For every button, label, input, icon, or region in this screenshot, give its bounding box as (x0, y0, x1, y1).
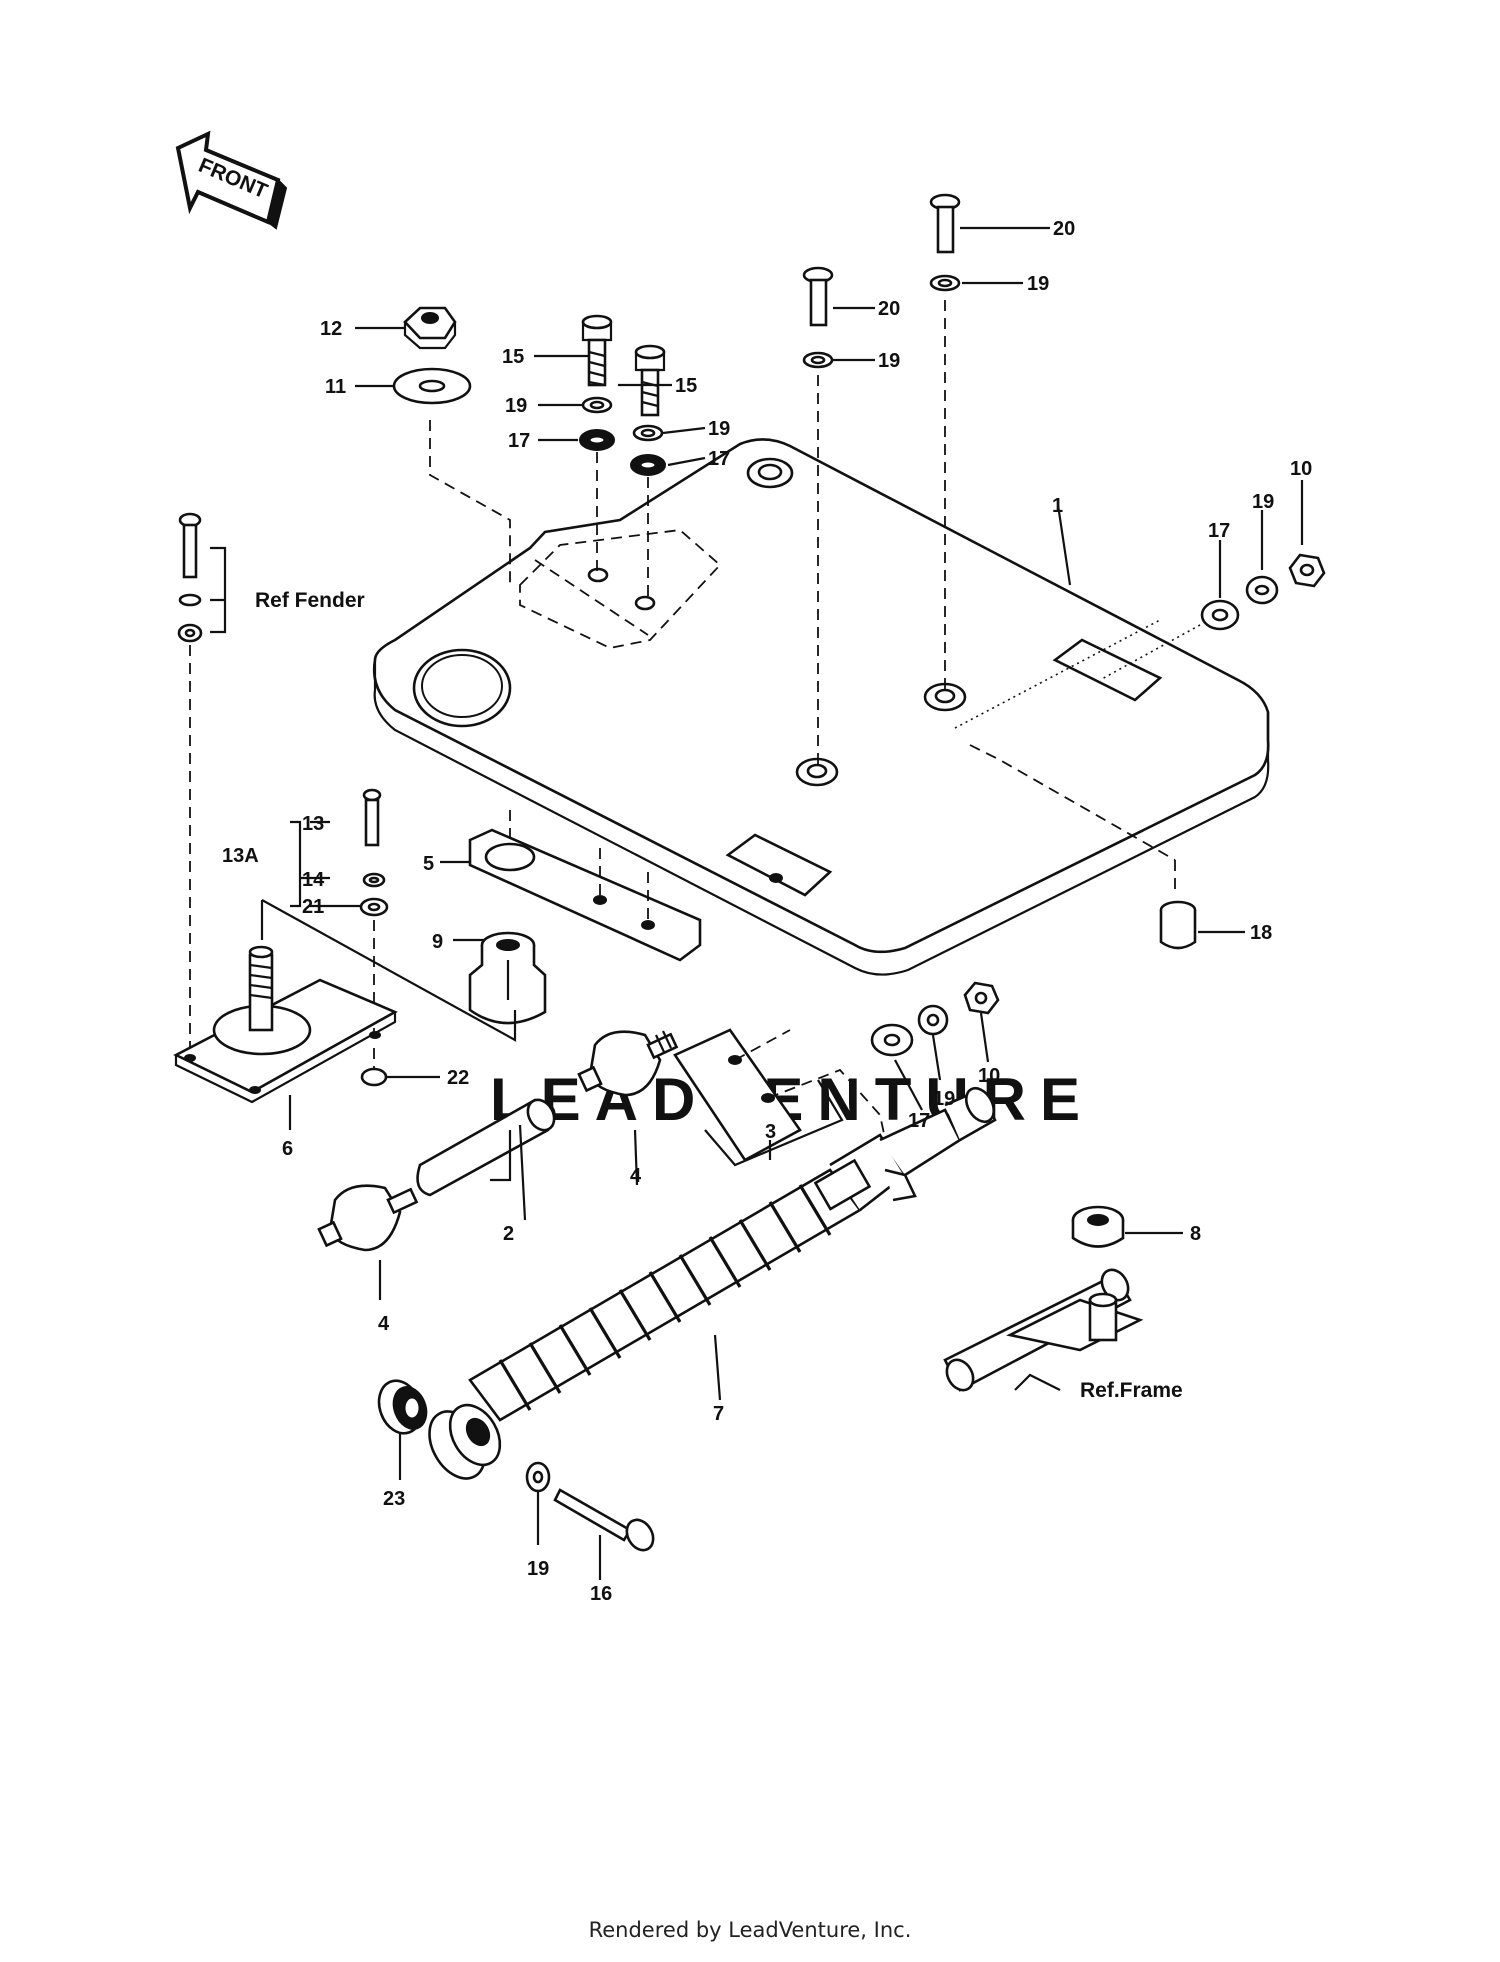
callout-19-f: 19 (933, 1088, 955, 1110)
bushing-23 (377, 1379, 428, 1435)
washer-11 (392, 367, 472, 405)
bolt-20-right (929, 193, 961, 254)
leader-lines (288, 226, 1304, 1580)
bolt-15-right (634, 344, 666, 417)
callout-7: 7 (713, 1403, 724, 1425)
callout-19-a: 19 (505, 395, 527, 417)
callout-21: 21 (302, 896, 324, 918)
washer-17d (870, 1023, 914, 1057)
callout-13: 13 (302, 813, 324, 835)
bolt-16 (553, 1488, 655, 1552)
callout-3: 3 (765, 1121, 776, 1143)
callout-1: 1 (1052, 495, 1063, 517)
bushing-8 (1071, 1205, 1125, 1248)
frame-mount (943, 1268, 1144, 1392)
callout-17-right: 17 (1208, 520, 1230, 542)
callout-15-left: 15 (502, 346, 524, 368)
callout-13A: 13A (222, 845, 259, 867)
callout-6: 6 (282, 1138, 293, 1160)
lockwasher-19e (1245, 575, 1279, 605)
shock-absorber-7 (428, 1086, 997, 1480)
base-plate-6 (173, 945, 398, 1104)
bushing-22 (360, 1067, 388, 1087)
rod-2 (416, 1098, 556, 1197)
callout-labels: 1 2 3 4 4 5 6 7 8 9 10 10 11 12 13 13A 1… (222, 218, 1312, 1605)
callout-12: 12 (320, 318, 342, 340)
callout-19-d: 19 (1027, 273, 1049, 295)
callout-2: 2 (503, 1223, 514, 1245)
footer-credit: Rendered by LeadVenture, Inc. (588, 1918, 912, 1942)
damper-4-upper (577, 1030, 679, 1097)
washer-17b (630, 454, 666, 476)
lockwasher-19g (525, 1461, 551, 1493)
lockwasher-14 (362, 872, 386, 888)
lockwasher-19c (802, 351, 834, 369)
callout-4-lower: 4 (378, 1313, 390, 1335)
bolt-20-left (802, 266, 834, 327)
callout-20-left: 20 (878, 298, 900, 320)
damper-4-lower (317, 1184, 419, 1252)
callout-19-g: 19 (527, 1558, 549, 1580)
lockwasher-19a (581, 396, 613, 414)
callout-19-b: 19 (708, 418, 730, 440)
callout-19-c: 19 (878, 350, 900, 372)
callout-19-e: 19 (1252, 491, 1274, 513)
callout-17-mid: 17 (708, 448, 730, 470)
callout-9: 9 (432, 931, 443, 953)
callout-10-bottom: 10 (978, 1065, 1000, 1087)
callout-8: 8 (1190, 1223, 1201, 1245)
callout-11: 11 (325, 376, 346, 398)
spacer-18 (1159, 900, 1197, 950)
front-arrow-icon: FRONT (175, 130, 288, 230)
lockwasher-19b (632, 424, 664, 442)
lockwasher-19d (929, 274, 961, 292)
callout-16: 16 (590, 1583, 612, 1605)
ref-frame-label: Ref.Frame (1080, 1379, 1183, 1402)
callout-18: 18 (1250, 922, 1272, 944)
callout-17-left: 17 (508, 430, 530, 452)
ref-fender-label: Ref Fender (255, 589, 365, 612)
bracket-5 (468, 810, 702, 962)
bolt-13 (362, 788, 382, 847)
fender-bolt (177, 512, 203, 643)
nut-10a (1288, 553, 1326, 588)
callout-20-right: 20 (1053, 218, 1075, 240)
callout-5: 5 (423, 853, 434, 875)
nut-10b (963, 981, 1000, 1015)
washer-17a (579, 429, 615, 451)
callout-22: 22 (447, 1067, 469, 1089)
callout-15-right: 15 (675, 375, 697, 397)
nut-12 (403, 306, 457, 350)
rubber-mount-9 (468, 931, 547, 1025)
callout-14: 14 (302, 869, 325, 891)
callout-10-top: 10 (1290, 458, 1312, 480)
bolt-15-left (581, 314, 613, 387)
washer-17c (1200, 599, 1240, 631)
plate-3 (673, 1028, 802, 1162)
washer-21 (359, 897, 389, 917)
callout-23: 23 (383, 1488, 405, 1510)
callout-17-lower: 17 (908, 1110, 930, 1132)
callout-4-upper: 4 (630, 1165, 642, 1187)
lockwasher-19f (917, 1004, 949, 1036)
